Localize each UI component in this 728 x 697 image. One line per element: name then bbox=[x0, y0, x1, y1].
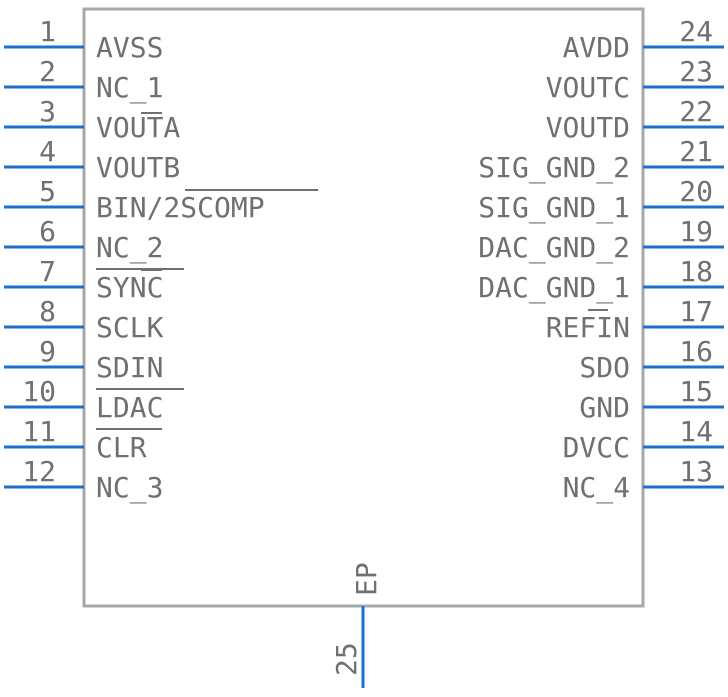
pin-name: NC_3 bbox=[96, 471, 163, 505]
pin-number: 6 bbox=[39, 215, 56, 248]
pin-23: 23 VOUTC bbox=[546, 55, 724, 104]
pin-name: VOUTA bbox=[96, 111, 180, 144]
pin-13: 13 NC_4 bbox=[563, 455, 724, 505]
pin-name: VOUTC bbox=[546, 71, 630, 104]
pin-name: DAC_GND_1 bbox=[478, 271, 630, 305]
pin-number: 11 bbox=[22, 415, 56, 448]
pin-number: 13 bbox=[679, 455, 713, 488]
pin-3: 3 VOUTA bbox=[4, 95, 180, 144]
pin-number: 2 bbox=[39, 55, 56, 88]
pin-1: 1 AVSS bbox=[4, 15, 163, 64]
pin-name: VOUTD bbox=[546, 111, 630, 144]
pin-number: 15 bbox=[679, 375, 713, 408]
pin-number: 1 bbox=[39, 15, 56, 48]
pin-number: 19 bbox=[679, 215, 713, 248]
pin-number: 7 bbox=[39, 255, 56, 288]
pin-25: 25 EP bbox=[330, 562, 383, 688]
pin-12: 12 NC_3 bbox=[4, 455, 163, 505]
pin-number: 24 bbox=[679, 15, 713, 48]
pin-14: 14 DVCC bbox=[563, 415, 724, 464]
pin-name: DVCC bbox=[563, 431, 630, 464]
pin-22: 22 VOUTD bbox=[546, 95, 724, 144]
pin-name: BIN/2SCOMP bbox=[96, 191, 265, 224]
pin-11: 11 CLR bbox=[4, 415, 147, 464]
pin-19: 19 DAC_GND_2 bbox=[478, 215, 724, 265]
pin-name: REFIN bbox=[546, 311, 630, 344]
pin-name: SCLK bbox=[96, 311, 164, 344]
pin-16: 16 SDO bbox=[579, 335, 724, 384]
pin-9: 9 SDIN bbox=[4, 335, 163, 384]
pin-5: 5 BIN/2SCOMP bbox=[4, 175, 265, 224]
pin-name: SDIN bbox=[96, 351, 163, 384]
pin-name: VOUTB bbox=[96, 151, 180, 184]
pin-18: 18 DAC_GND_1 bbox=[478, 255, 724, 305]
pin-name: NC_4 bbox=[563, 471, 630, 505]
pin-8: 8 SCLK bbox=[4, 295, 164, 344]
pin-number: 8 bbox=[39, 295, 56, 328]
pin-name: DAC_GND_2 bbox=[478, 231, 630, 265]
pin-name: NC_1 bbox=[96, 71, 163, 105]
pin-24: 24 AVDD bbox=[563, 15, 724, 64]
pin-20: 20 SIG_GND_1 bbox=[478, 175, 724, 225]
pin-name: AVDD bbox=[563, 31, 630, 64]
pin-number: 21 bbox=[679, 135, 713, 168]
pin-2: 2 NC_1 bbox=[4, 55, 163, 105]
pin-number: 25 bbox=[330, 642, 363, 676]
pin-number: 5 bbox=[39, 175, 56, 208]
pin-number: 23 bbox=[679, 55, 713, 88]
pin-number: 10 bbox=[22, 375, 56, 408]
pin-name: SYNC bbox=[96, 271, 163, 304]
pin-number: 18 bbox=[679, 255, 713, 288]
pin-6: 6 NC_2 bbox=[4, 215, 163, 265]
pin-number: 22 bbox=[679, 95, 713, 128]
pin-10: 10 LDAC bbox=[4, 375, 163, 424]
pin-number: 12 bbox=[22, 455, 56, 488]
pin-21: 21 SIG_GND_2 bbox=[478, 135, 724, 185]
pin-7: 7 SYNC bbox=[4, 255, 163, 304]
pin-number: 14 bbox=[679, 415, 713, 448]
pin-15: 15 GND bbox=[579, 375, 724, 424]
pin-name: SIG_GND_1 bbox=[478, 191, 630, 225]
pin-name: CLR bbox=[96, 431, 147, 464]
pin-name: SDO bbox=[579, 351, 630, 384]
pin-number: 4 bbox=[39, 135, 56, 168]
overbars-layer bbox=[96, 112, 608, 430]
pin-name: NC_2 bbox=[96, 231, 163, 265]
pin-name: LDAC bbox=[96, 391, 163, 424]
pin-number: 17 bbox=[679, 295, 713, 328]
pin-17: 17 REFIN bbox=[546, 295, 724, 344]
pin-number: 3 bbox=[39, 95, 56, 128]
pin-number: 16 bbox=[679, 335, 713, 368]
pin-number: 20 bbox=[679, 175, 713, 208]
pin-number: 9 bbox=[39, 335, 56, 368]
pin-name: GND bbox=[579, 391, 630, 424]
pin-4: 4 VOUTB bbox=[4, 135, 180, 184]
pin-name: EP bbox=[350, 562, 383, 596]
pin-name: AVSS bbox=[96, 31, 163, 64]
pin-name: SIG_GND_2 bbox=[478, 151, 630, 185]
